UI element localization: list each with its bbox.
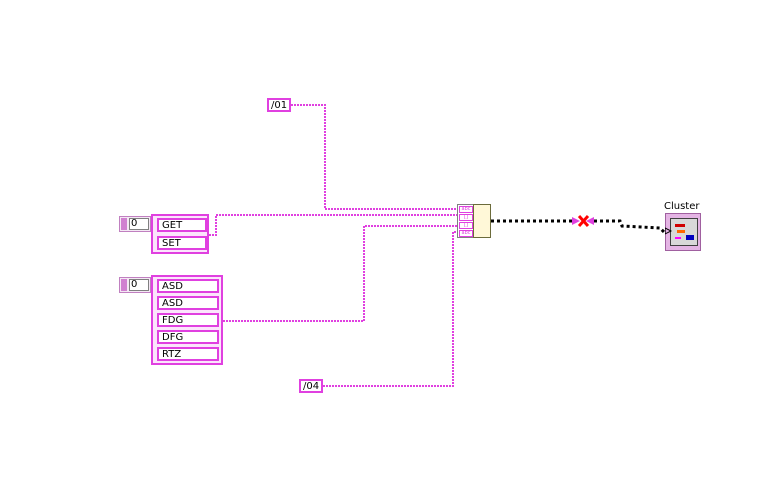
wire-bottom-constant[interactable] [323, 231, 458, 387]
cluster-indicator[interactable] [665, 213, 701, 251]
string-constant-top[interactable]: /01 [267, 98, 291, 112]
array1-item[interactable]: GET [157, 218, 207, 232]
array1-index-value[interactable]: 0 [129, 218, 149, 230]
break-arrow-right [586, 217, 594, 225]
wire-array1[interactable] [209, 214, 458, 236]
array2-index-value[interactable]: 0 [129, 279, 149, 291]
bundle-body [473, 204, 491, 238]
bundle-node[interactable]: abc [] [] abc [457, 204, 491, 238]
array2-index[interactable]: 0 [119, 277, 151, 293]
bundle-input-port[interactable]: abc [459, 206, 473, 213]
array1-frame[interactable]: GET SET [151, 214, 209, 254]
error-x-icon[interactable] [577, 214, 590, 228]
broken-wire-right[interactable] [594, 219, 667, 235]
array2-item[interactable]: ASD [157, 296, 219, 310]
array2-item[interactable]: ASD [157, 279, 219, 293]
string-constant-bottom[interactable]: /04 [299, 379, 323, 393]
break-arrow-left [572, 217, 580, 225]
array2-item[interactable]: DFG [157, 330, 219, 344]
array2-item[interactable]: FDG [157, 313, 219, 327]
bundle-input-port[interactable]: [] [459, 214, 473, 221]
index-type-icon [121, 279, 127, 291]
array2-item[interactable]: RTZ [157, 347, 219, 361]
indicator-label: Cluster [664, 201, 700, 212]
cluster-icon [670, 218, 698, 246]
array1-item[interactable]: SET [157, 236, 207, 250]
index-type-icon [121, 218, 127, 230]
array1-index[interactable]: 0 [119, 216, 151, 232]
wire-array2[interactable] [223, 225, 458, 322]
bundle-input-port[interactable]: abc [459, 230, 473, 237]
array2-frame[interactable]: ASD ASD FDG DFG RTZ [151, 275, 223, 365]
wire-top-constant[interactable] [291, 104, 458, 210]
bundle-inputs: abc [] [] abc [457, 204, 474, 238]
bundle-input-port[interactable]: [] [459, 222, 473, 229]
